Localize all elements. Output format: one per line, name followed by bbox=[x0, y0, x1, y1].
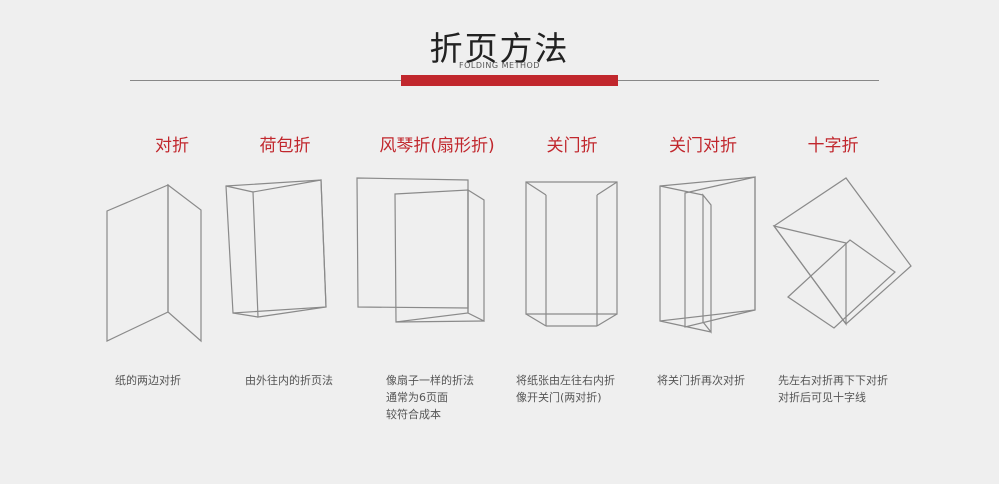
method-desc-double-gate-fold: 将关门折再次对折 bbox=[657, 374, 745, 387]
method-desc-pocket-fold: 由外往内的折页法 bbox=[245, 374, 333, 387]
page-title: 折页方法 bbox=[429, 29, 570, 68]
cross-fold-diagram bbox=[772, 177, 912, 329]
method-desc-cross-fold: 先左右对折再下下对折 对折后可见十字线 bbox=[778, 374, 888, 404]
divider-accent bbox=[401, 75, 618, 86]
half-fold-diagram bbox=[106, 183, 202, 343]
method-label-accordion-fold: 风琴折(扇形折) bbox=[379, 136, 495, 156]
method-label-cross-fold: 十字折 bbox=[807, 136, 859, 156]
method-desc-half-fold: 纸的两边对折 bbox=[115, 374, 181, 387]
gate-fold-diagram bbox=[525, 181, 618, 327]
method-label-half-fold: 对折 bbox=[155, 136, 189, 156]
method-label-double-gate-fold: 关门对折 bbox=[669, 136, 737, 156]
accordion-fold-diagram bbox=[356, 177, 485, 323]
method-label-pocket-fold: 荷包折 bbox=[259, 136, 311, 156]
method-desc-accordion-fold: 像扇子一样的折法 通常为6页面 较符合成本 bbox=[386, 374, 474, 421]
method-desc-gate-fold: 将纸张由左往右内折 像开关门(两对折) bbox=[516, 374, 615, 404]
page-subtitle: FOLDING METHOD bbox=[459, 61, 540, 70]
pocket-fold-diagram bbox=[225, 179, 327, 318]
double-gate-fold-diagram bbox=[659, 176, 756, 334]
method-label-gate-fold: 关门折 bbox=[546, 136, 598, 156]
